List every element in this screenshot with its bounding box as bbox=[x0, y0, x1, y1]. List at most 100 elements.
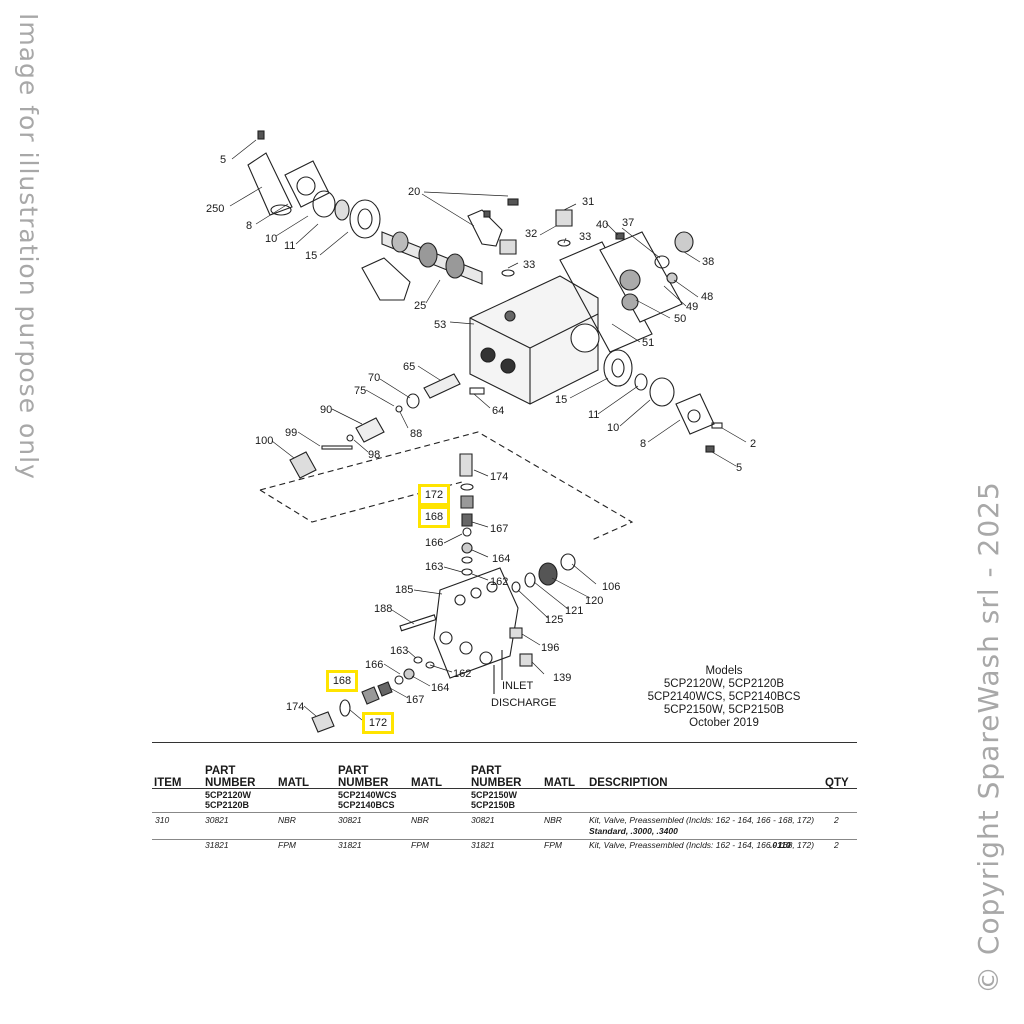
cell-matl: NBR bbox=[411, 815, 429, 825]
callout-label: 185 bbox=[395, 584, 413, 596]
callout-label: 2 bbox=[750, 438, 756, 450]
header-description: DESCRIPTION bbox=[589, 777, 668, 789]
callout-label: 53 bbox=[434, 319, 446, 331]
callout-label: 5 bbox=[736, 462, 742, 474]
callout-label: 11 bbox=[284, 240, 295, 252]
models-line: 5CP2150W, 5CP2150B bbox=[663, 704, 785, 716]
models-line: 5CP2120W, 5CP2120B bbox=[663, 678, 785, 690]
table-top-rule bbox=[152, 742, 857, 743]
callout-label: 33 bbox=[579, 231, 591, 243]
cell-matl: FPM bbox=[411, 840, 429, 850]
model-group-1: 5CP2120W 5CP2120B bbox=[205, 790, 251, 810]
callout-label: 10 bbox=[265, 233, 277, 245]
header-matl-2: MATL bbox=[411, 777, 443, 789]
cell-part-number: 30821 bbox=[338, 815, 362, 825]
callout-label: 37 bbox=[622, 217, 634, 229]
cell-part-number: 30821 bbox=[205, 815, 229, 825]
gasket-drawing bbox=[559, 241, 653, 353]
model-code: 5CP2120W bbox=[205, 790, 252, 800]
model-code: 5CP2150W bbox=[471, 790, 518, 800]
callout-label: 65 bbox=[403, 361, 415, 373]
cell-matl: NBR bbox=[544, 815, 562, 825]
callout-label: 88 bbox=[410, 428, 422, 440]
callout-label: 50 bbox=[674, 313, 686, 325]
callout-label: 15 bbox=[555, 394, 567, 406]
callout-label: 31 bbox=[582, 196, 594, 208]
valve-cap-lower-drawing bbox=[311, 711, 335, 733]
callout-label: 167 bbox=[490, 523, 508, 535]
callout-label: 5 bbox=[220, 154, 226, 166]
callout-label: 188 bbox=[374, 603, 392, 615]
callout-label: 163 bbox=[390, 645, 408, 657]
leader-lines bbox=[229, 139, 747, 721]
inlet-label: INLET bbox=[502, 680, 533, 692]
callout-label: 174 bbox=[286, 701, 304, 713]
callout-label: 163 bbox=[425, 561, 443, 573]
discharge-label: DISCHARGE bbox=[491, 697, 556, 709]
highlighted-callout-168: 168 bbox=[418, 506, 450, 528]
callout-label: 164 bbox=[431, 682, 449, 694]
callout-label: 100 bbox=[255, 435, 273, 447]
model-code: 5CP2140WCS bbox=[338, 790, 397, 800]
callout-label: 166 bbox=[365, 659, 383, 671]
connecting-rod-drawing bbox=[361, 257, 411, 301]
model-code: 5CP2140BCS bbox=[338, 800, 395, 810]
callout-label: 20 bbox=[408, 186, 420, 198]
highlighted-callout-172: 172 bbox=[362, 712, 394, 734]
callout-label: 32 bbox=[525, 228, 537, 240]
cell-matl: FPM bbox=[278, 840, 296, 850]
manifold-drawing bbox=[433, 567, 519, 679]
callout-label: 90 bbox=[320, 404, 332, 416]
cell-matl: FPM bbox=[544, 840, 562, 850]
callout-label: 166 bbox=[425, 537, 443, 549]
callout-label: 33 bbox=[523, 259, 535, 271]
cell-part-number: 30821 bbox=[471, 815, 495, 825]
callout-label: 121 bbox=[565, 605, 583, 617]
callout-label: 10 bbox=[607, 422, 619, 434]
header-part-number-3: PART NUMBER bbox=[471, 765, 521, 789]
callout-label: 51 bbox=[642, 337, 654, 349]
callout-label: 196 bbox=[541, 642, 559, 654]
callout-label: 164 bbox=[492, 553, 510, 565]
callout-label: 162 bbox=[490, 576, 508, 588]
oil-filler-cap-drawing bbox=[247, 152, 293, 216]
cell-part-number: 31821 bbox=[338, 840, 362, 850]
callout-label: 120 bbox=[585, 595, 603, 607]
callout-label: 48 bbox=[701, 291, 713, 303]
cell-part-number: 31821 bbox=[471, 840, 495, 850]
highlighted-callout-168: 168 bbox=[326, 670, 358, 692]
cell-part-number: 31821 bbox=[205, 840, 229, 850]
table-header-rule bbox=[152, 788, 857, 789]
callout-label: 38 bbox=[702, 256, 714, 268]
header-matl-3: MATL bbox=[544, 777, 576, 789]
crankcase-drawing bbox=[469, 275, 599, 405]
header-part-bottom: NUMBER bbox=[205, 777, 256, 789]
cell-item: 310 bbox=[155, 815, 170, 825]
cell-matl: NBR bbox=[278, 815, 296, 825]
models-date: October 2019 bbox=[689, 717, 759, 729]
cell-qty: 2 bbox=[834, 815, 839, 825]
table-row-rule bbox=[152, 839, 857, 840]
header-part-number-2: PART NUMBER bbox=[338, 765, 388, 789]
callout-label: 15 bbox=[305, 250, 317, 262]
callout-label: 70 bbox=[368, 372, 380, 384]
callout-label: 106 bbox=[602, 581, 620, 593]
callout-label: 8 bbox=[640, 438, 646, 450]
callout-label: 25 bbox=[414, 300, 426, 312]
cell-description-bold: .0110 bbox=[770, 840, 791, 850]
cell-description: Kit, Valve, Preassembled (Inclds: 162 - … bbox=[589, 815, 815, 825]
model-code: 5CP2120B bbox=[205, 800, 250, 810]
model-group-2: 5CP2140WCS 5CP2140BCS bbox=[338, 790, 397, 810]
header-part-bottom: NUMBER bbox=[338, 777, 389, 789]
header-part-top: PART bbox=[338, 765, 369, 777]
models-line: 5CP2140WCS, 5CP2140BCS bbox=[647, 691, 801, 703]
model-code: 5CP2150B bbox=[471, 800, 516, 810]
highlighted-callout-172: 172 bbox=[418, 484, 450, 506]
callout-label: 162 bbox=[453, 668, 471, 680]
header-matl-1: MATL bbox=[278, 777, 310, 789]
callout-label: 98 bbox=[368, 449, 380, 461]
header-qty: QTY bbox=[825, 777, 849, 789]
models-title: Models bbox=[705, 665, 743, 677]
header-part-number-1: PART NUMBER bbox=[205, 765, 255, 789]
